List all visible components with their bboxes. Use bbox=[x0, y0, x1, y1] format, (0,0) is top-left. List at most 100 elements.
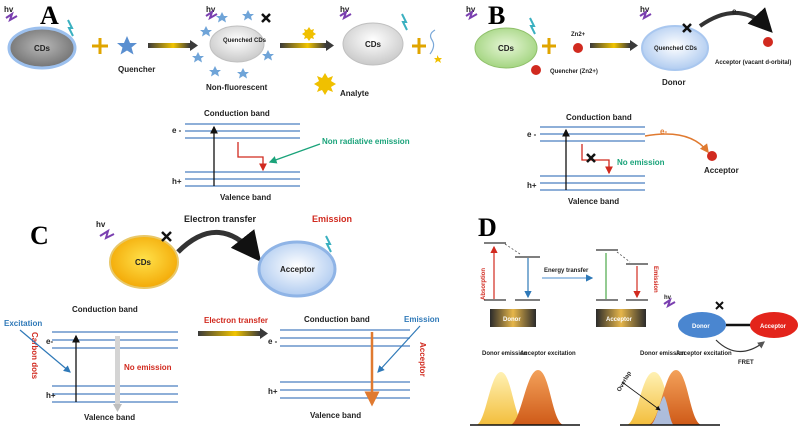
lightning-icon bbox=[5, 11, 18, 23]
e-minus-label: e - bbox=[172, 126, 182, 135]
hv-label: hv bbox=[4, 5, 14, 14]
cds-yellow-ellipse bbox=[109, 235, 179, 289]
panel-a: A hv CDs Quencher hv Quenched CDs Non-fl… bbox=[4, 1, 442, 202]
no-emission-label: No emission bbox=[617, 158, 665, 167]
donor-box bbox=[490, 309, 536, 327]
acceptor-excitation-label-1: Acceptor excitation bbox=[520, 351, 576, 357]
valence-band-left-label: Valence band bbox=[84, 413, 135, 422]
cds-label: CDs bbox=[498, 44, 515, 53]
hv-label-3: hv bbox=[340, 5, 350, 14]
conduction-band-label: Conduction band bbox=[566, 113, 632, 122]
overlap-pointer-arrow bbox=[621, 381, 661, 411]
relaxation-dash-2 bbox=[616, 251, 631, 263]
quenched-cds-label: Quenched CDs bbox=[654, 46, 698, 52]
h-plus-label: h+ bbox=[172, 177, 182, 186]
hv-label: hv bbox=[664, 295, 672, 301]
emission-pointer-arrow bbox=[377, 325, 421, 373]
emission-bolt-icon bbox=[401, 13, 408, 31]
emission-bolt-icon bbox=[67, 19, 74, 37]
band-lines-b bbox=[540, 126, 645, 191]
quencher-star-icon bbox=[117, 36, 137, 55]
absorption-label: Absorption bbox=[481, 268, 487, 300]
quencher-label: Quencher bbox=[118, 65, 155, 74]
arrow-head-icon bbox=[260, 328, 268, 339]
plus-icon bbox=[92, 38, 108, 54]
e-minus-right-label: e - bbox=[268, 337, 278, 346]
panel-c: C hv CDs Electron transfer Emission Acce… bbox=[4, 214, 440, 422]
electron-transfer-mid-label: Electron transfer bbox=[204, 316, 268, 325]
donor-ellipse bbox=[678, 312, 726, 338]
zn-ion-icon bbox=[531, 65, 541, 75]
fret-label: FRET bbox=[738, 360, 754, 366]
blocked-x-icon bbox=[715, 301, 724, 310]
recovered-cds-ellipse bbox=[342, 22, 404, 66]
band-lines-a bbox=[185, 123, 300, 187]
emission-right-label: Emission bbox=[404, 315, 440, 324]
h-plus-left-label: h+ bbox=[46, 391, 56, 400]
no-emission-label: No emission bbox=[124, 363, 172, 372]
quencher-stars-group bbox=[192, 10, 274, 79]
hv-label: hv bbox=[96, 220, 106, 229]
h-plus-label: h+ bbox=[527, 181, 537, 190]
panel-c-letter: C bbox=[30, 221, 49, 250]
overlap-region bbox=[650, 396, 674, 425]
valence-band-label: Valence band bbox=[220, 193, 271, 202]
conduction-band-right-label: Conduction band bbox=[304, 315, 370, 324]
conduction-band-left-label: Conduction band bbox=[72, 305, 138, 314]
panel-b: B hv CDs Zn2+ Quencher (Zn2+) hv Quenche… bbox=[465, 1, 791, 206]
cds-grey-ellipse bbox=[7, 26, 77, 70]
conduction-band-label: Conduction band bbox=[204, 109, 270, 118]
plus-icon bbox=[542, 38, 556, 54]
donor-emission-peak bbox=[476, 372, 526, 425]
arrow-head-icon bbox=[190, 40, 198, 51]
acceptor-box-label: Acceptor bbox=[606, 317, 633, 323]
acceptor-ellipse bbox=[750, 312, 798, 338]
analyte-small-icon bbox=[302, 27, 316, 41]
analyte-label: Analyte bbox=[340, 89, 369, 98]
energy-transfer-label: Energy transfer bbox=[544, 268, 589, 274]
donor-emission-label-1: Donor emission bbox=[482, 351, 528, 357]
process-arrow-1 bbox=[148, 43, 190, 48]
donor-label: Donor bbox=[662, 78, 686, 87]
arrow-head-icon bbox=[630, 40, 638, 51]
quenched-cds-ellipse bbox=[209, 25, 265, 63]
h-plus-right-label: h+ bbox=[268, 387, 278, 396]
non-fluorescent-label: Non-fluorescent bbox=[206, 83, 268, 92]
fret-arrow bbox=[715, 339, 765, 353]
electron-transfer-arrow bbox=[198, 331, 260, 336]
blocked-x-icon bbox=[161, 231, 172, 242]
non-emission-arrow bbox=[581, 144, 613, 175]
acceptor-vertical-label: Acceptor bbox=[418, 342, 427, 377]
acceptor-excitation-peak bbox=[510, 370, 564, 425]
panel-d: D Absorption Energy transfer Emission Do… bbox=[470, 213, 798, 426]
lightning-icon bbox=[99, 228, 115, 240]
emission-bolt-icon bbox=[325, 235, 332, 253]
acceptor-box bbox=[596, 309, 646, 327]
arrow-head-icon bbox=[326, 40, 334, 51]
cds-label: CDs bbox=[135, 258, 152, 267]
panel-a-letter: A bbox=[40, 1, 59, 30]
acceptor-ion-icon bbox=[707, 151, 717, 161]
process-arrow bbox=[590, 43, 630, 48]
cds-label: CDs bbox=[34, 44, 51, 53]
cds-label-2: CDs bbox=[365, 40, 382, 49]
zn-label: Zn2+ bbox=[571, 32, 586, 38]
electron-transfer-curve bbox=[698, 7, 773, 33]
blocked-x-icon bbox=[682, 23, 692, 33]
overlap-label: Overlap bbox=[617, 370, 634, 393]
e-minus-top-label: e- bbox=[732, 7, 739, 16]
panel-d-letter: D bbox=[478, 213, 497, 242]
band-lines-c-right bbox=[280, 329, 410, 399]
emission-top-label: Emission bbox=[312, 214, 352, 224]
lightning-icon bbox=[663, 297, 676, 309]
acceptor-vacant-label: Acceptor (vacant d-orbital) bbox=[715, 60, 791, 66]
lightning-icon bbox=[205, 9, 218, 21]
no-emission-bar bbox=[115, 336, 120, 404]
plus-icon bbox=[412, 38, 426, 54]
donor-ellipse-label: Donor bbox=[692, 324, 710, 330]
no-emission-arrow-head bbox=[113, 404, 122, 412]
emission-bolt-icon bbox=[529, 17, 536, 35]
panel-b-letter: B bbox=[488, 1, 505, 30]
quencher-zn-label: Quencher (Zn2+) bbox=[550, 69, 598, 75]
released-quencher-icon bbox=[429, 29, 436, 55]
